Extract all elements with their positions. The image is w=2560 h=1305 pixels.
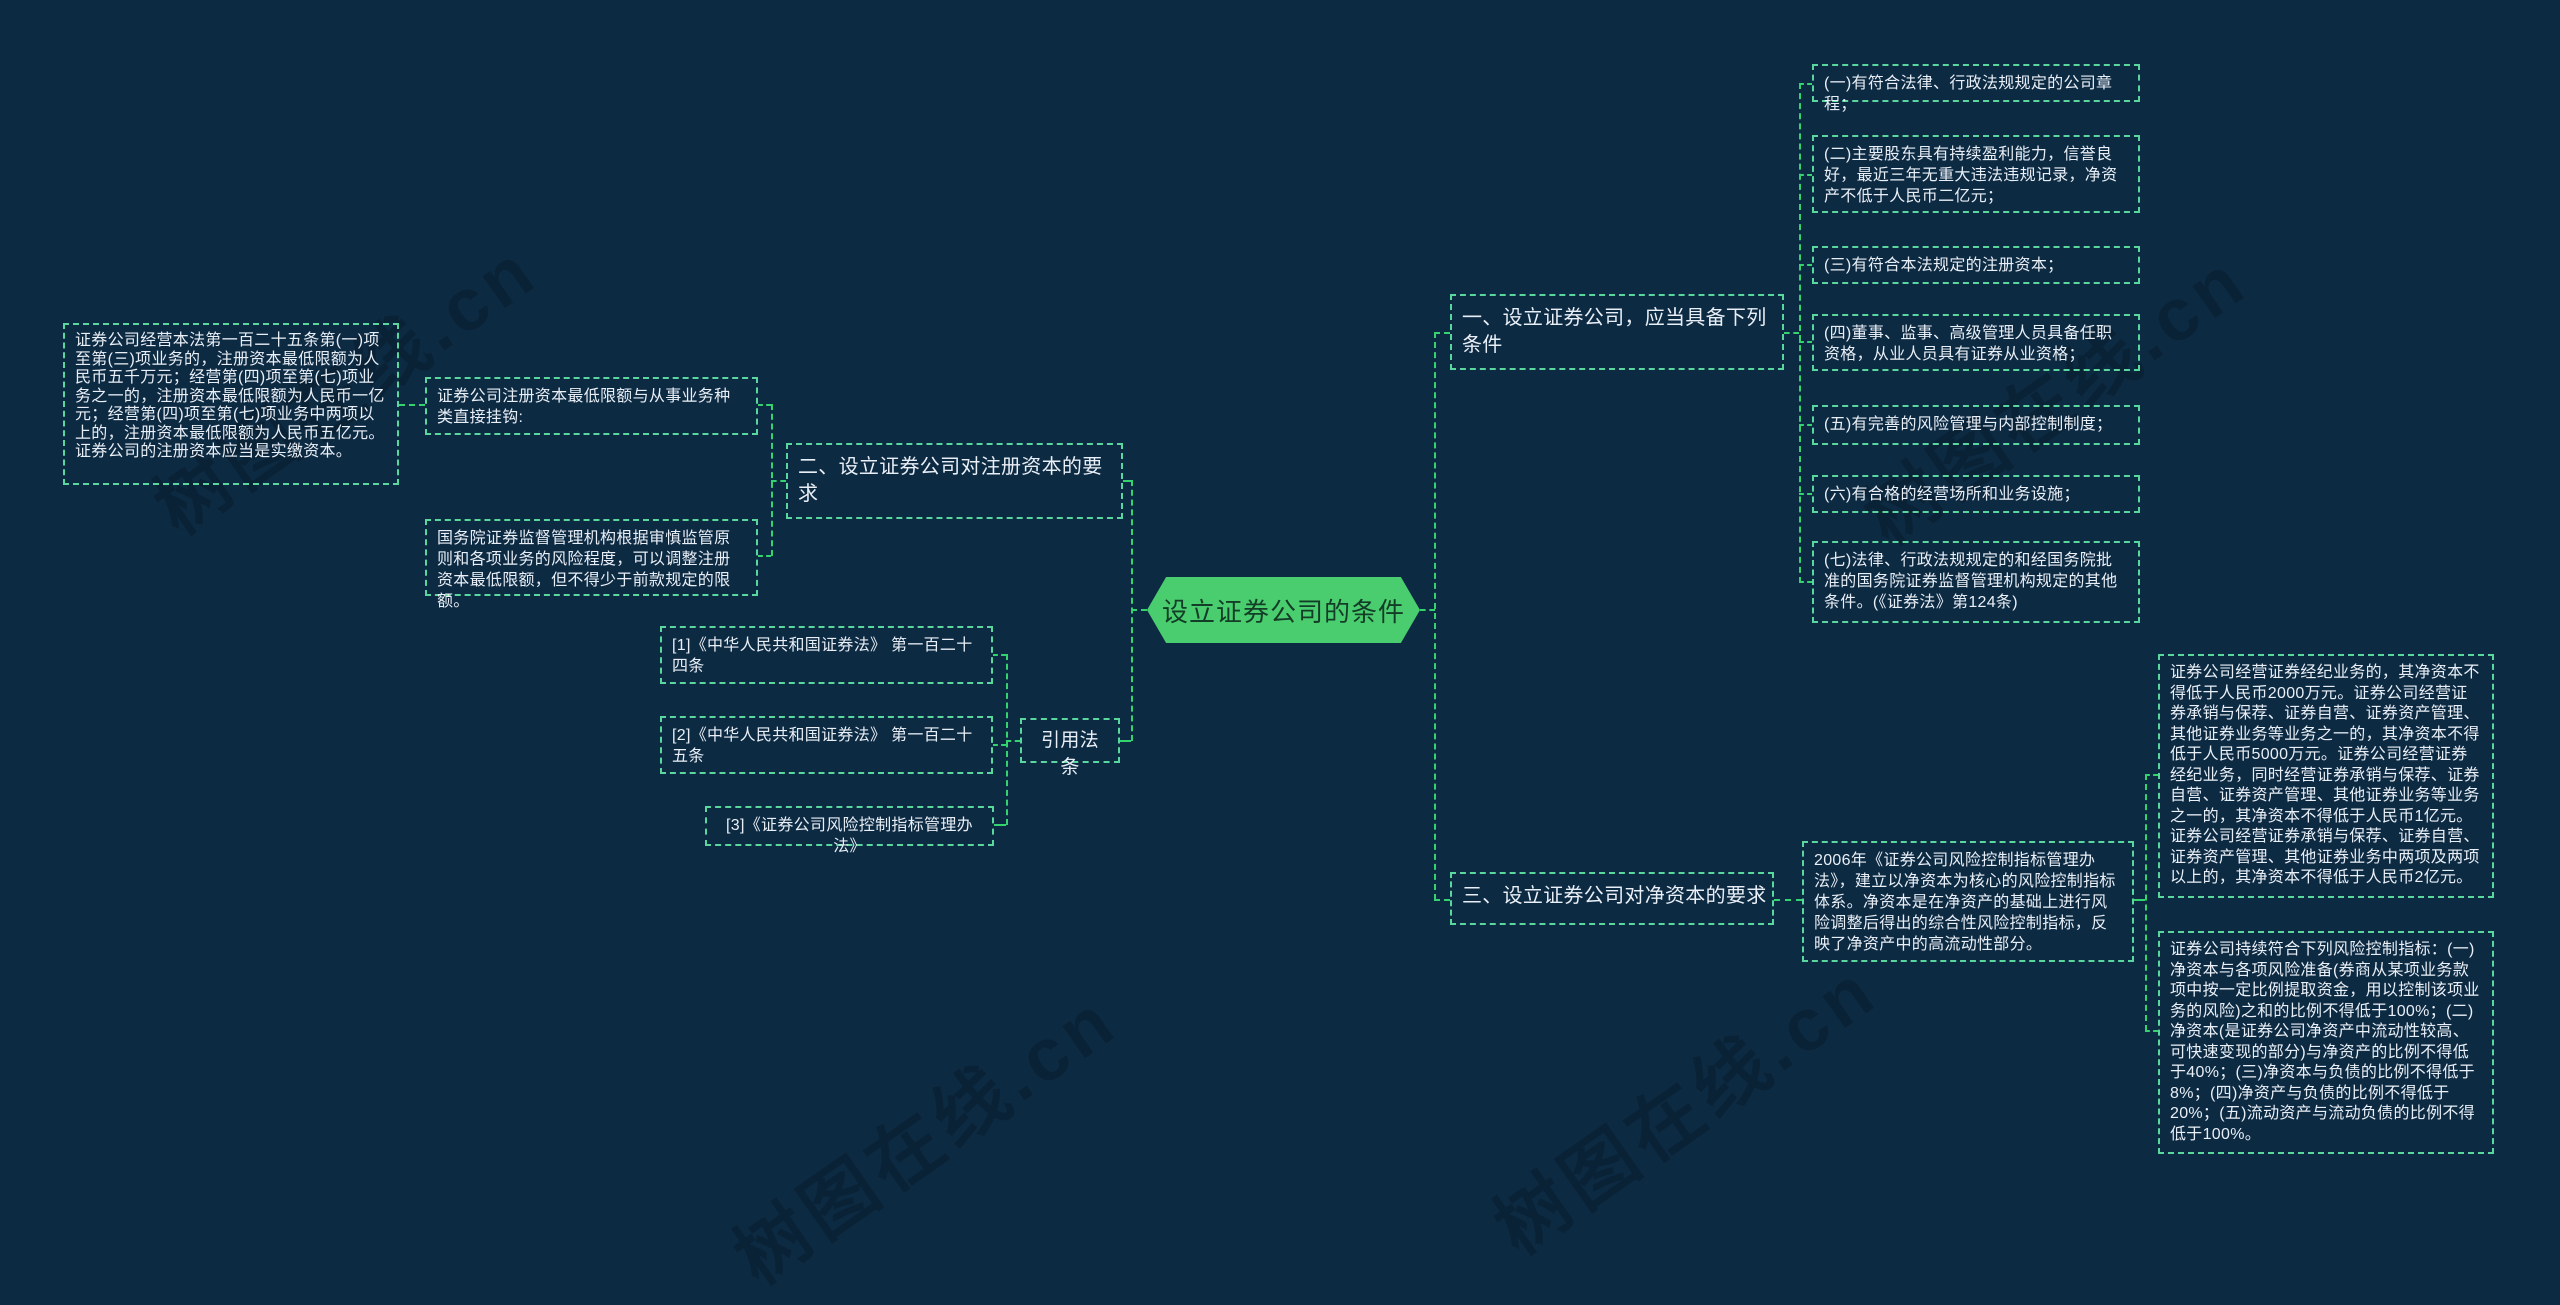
node-condition-3[interactable]: (三)有符合本法规定的注册资本； — [1812, 246, 2140, 284]
connector-line — [399, 404, 425, 406]
node-net-capital-thresholds[interactable]: 证券公司经营证券经纪业务的，其净资本不得低于人民币2000万元。证券公司经营证券… — [2158, 654, 2494, 898]
node-registered-capital-detail[interactable]: 证券公司经营本法第一百二十五条第(一)项至第(三)项业务的，注册资本最低限额为人… — [63, 323, 399, 485]
watermark-text: 树图在线.cn — [1479, 946, 1892, 1271]
connector-line — [758, 555, 771, 557]
connector-line — [1434, 332, 1436, 900]
connector-line — [1120, 740, 1131, 742]
connector-line — [2134, 899, 2145, 901]
node-risk-indicators[interactable]: 证券公司持续符合下列风险控制指标：(一)净资本与各项风险准备(券商从某项业务款项… — [2158, 931, 2494, 1154]
node-branch-conditions[interactable]: 一、设立证券公司，应当具备下列条件 — [1450, 294, 1784, 370]
connector-line — [1420, 609, 1435, 611]
node-citation-1[interactable]: [1]《中华人民共和国证券法》 第一百二十四条 — [660, 626, 993, 684]
connector-line — [994, 824, 1006, 826]
node-condition-6[interactable]: (六)有合格的经营场所和业务设施； — [1812, 475, 2140, 513]
mindmap-canvas: { "page": { "title": "设立证券公司的条件" }, "cen… — [63, 64, 2494, 1301]
node-citation-3[interactable]: [3]《证券公司风险控制指标管理办法》 — [705, 806, 994, 855]
node-condition-5[interactable]: (五)有完善的风险管理与内部控制制度； — [1812, 405, 2140, 445]
node-condition-2[interactable]: (二)主要股东具有持续盈利能力，信誉良好，最近三年无重大违法违规记录，净资产不低… — [1812, 135, 2140, 213]
connector-line — [2145, 774, 2158, 776]
node-net-capital-intro[interactable]: 2006年《证券公司风险控制指标管理办法》，建立以净资本为核心的风险控制指标体系… — [1802, 841, 2134, 962]
connector-line — [1799, 424, 1812, 426]
connector-line — [1799, 341, 1812, 343]
node-citation-2[interactable]: [2]《中华人民共和国证券法》 第一百二十五条 — [660, 716, 993, 774]
connector-line — [1799, 581, 1812, 583]
connector-line — [1799, 174, 1812, 176]
connector-line — [1774, 899, 1802, 901]
node-branch-net-capital[interactable]: 三、设立证券公司对净资本的要求 — [1450, 872, 1774, 925]
connector-line — [1799, 264, 1812, 266]
watermark-text: 树图在线.cn — [719, 976, 1132, 1301]
connector-line — [758, 404, 771, 406]
connector-line — [2145, 1030, 2158, 1032]
connector-line — [1123, 480, 1131, 482]
connector-line — [1434, 332, 1450, 334]
connector-line — [771, 480, 786, 482]
connector-line — [1006, 740, 1020, 742]
node-csrc-adjust-note[interactable]: 国务院证券监督管理机构根据审慎监管原则和各项业务的风险程度，可以调整注册资本最低… — [425, 519, 758, 610]
connector-line — [1131, 609, 1147, 611]
center-node-topic[interactable]: 设立证券公司的条件 — [1147, 577, 1420, 643]
connector-line — [1434, 899, 1450, 901]
node-branch-registered-capital[interactable]: 二、设立证券公司对注册资本的要求 — [786, 443, 1123, 519]
connector-line — [1006, 654, 1008, 825]
connector-line — [1784, 332, 1799, 334]
node-citations-label[interactable]: 引用法条 — [1020, 718, 1120, 778]
node-condition-1[interactable]: (一)有符合法律、行政法规规定的公司章程； — [1812, 64, 2140, 113]
connector-line — [993, 654, 1006, 656]
connector-line — [1799, 83, 1801, 583]
node-condition-7[interactable]: (七)法律、行政法规规定的和经国务院批准的国务院证券监督管理机构规定的其他条件。… — [1812, 541, 2140, 623]
node-condition-4[interactable]: (四)董事、监事、高级管理人员具备任职资格，从业人员具有证券从业资格； — [1812, 314, 2140, 371]
node-registered-capital-link[interactable]: 证券公司注册资本最低限额与从事业务种类直接挂钩: — [425, 377, 758, 435]
connector-line — [1799, 83, 1812, 85]
connector-line — [1799, 493, 1812, 495]
connector-line — [993, 744, 1006, 746]
connector-line — [2145, 774, 2147, 1031]
